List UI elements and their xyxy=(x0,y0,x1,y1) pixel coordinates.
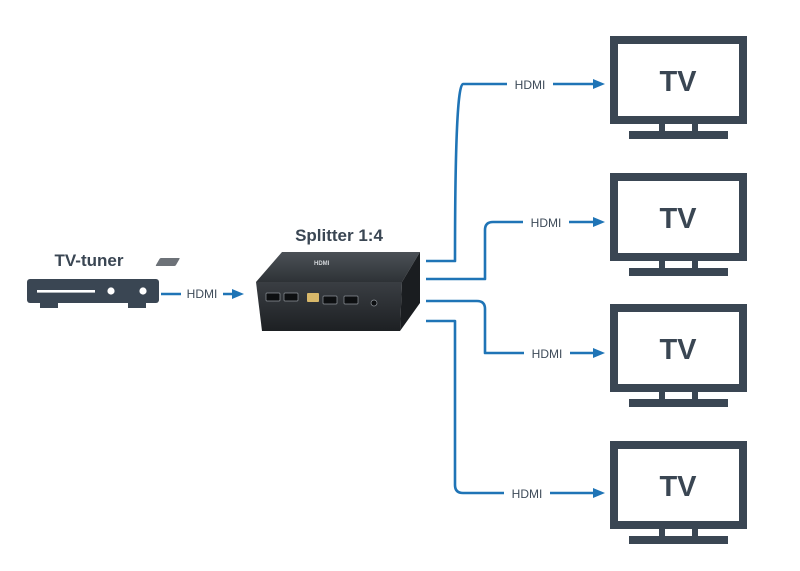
arrow-to-tv-2 xyxy=(593,217,605,227)
splitter: Splitter 1:4 HDMI xyxy=(155,226,420,331)
arrow-to-tv-1 xyxy=(593,79,605,89)
tv-2: TV xyxy=(610,173,747,276)
link-splitter-to-tv-4: HDMI xyxy=(426,319,605,502)
link-source-to-splitter: HDMI xyxy=(161,284,244,302)
tv-tuner-label: TV-tuner xyxy=(55,251,124,270)
splitter-brand-text: HDMI xyxy=(314,261,330,267)
tv-4: TV xyxy=(610,441,747,544)
set-top-box-icon xyxy=(27,279,159,308)
hdmi-label-source: HDMI xyxy=(187,287,218,301)
arrow-source-to-splitter xyxy=(232,289,244,299)
tv-monitor-icon xyxy=(610,36,747,139)
tv-2-label: TV xyxy=(659,203,697,235)
splitter-label: Splitter 1:4 xyxy=(295,226,383,245)
tv-monitor-icon xyxy=(610,441,747,544)
hdmi-label-tv-2: HDMI xyxy=(531,216,562,230)
tv-3-label: TV xyxy=(659,334,697,366)
wire-to-tv-3 xyxy=(426,299,593,355)
hdmi-splitter-icon: HDMI xyxy=(155,252,420,331)
hdmi-label-tv-1: HDMI xyxy=(515,78,546,92)
tv-monitor-icon xyxy=(610,173,747,276)
link-splitter-to-tv-3: HDMI xyxy=(426,299,605,362)
arrow-to-tv-3 xyxy=(593,348,605,358)
tv-monitor-icon xyxy=(610,304,747,407)
link-splitter-to-tv-2: HDMI xyxy=(426,213,605,281)
tv-3: TV xyxy=(610,304,747,407)
wire-to-tv-2 xyxy=(426,220,593,281)
link-splitter-to-tv-1: HDMI xyxy=(426,75,605,263)
hdmi-label-tv-3: HDMI xyxy=(532,347,563,361)
hdmi-label-tv-4: HDMI xyxy=(512,487,543,501)
wire-to-tv-4 xyxy=(426,319,593,495)
tv-tuner: TV-tuner xyxy=(27,251,159,308)
tv-4-label: TV xyxy=(659,471,697,503)
arrow-to-tv-4 xyxy=(593,488,605,498)
tv-1: TV xyxy=(610,36,747,139)
tv-1-label: TV xyxy=(659,66,697,98)
wire-to-tv-1 xyxy=(426,82,593,263)
